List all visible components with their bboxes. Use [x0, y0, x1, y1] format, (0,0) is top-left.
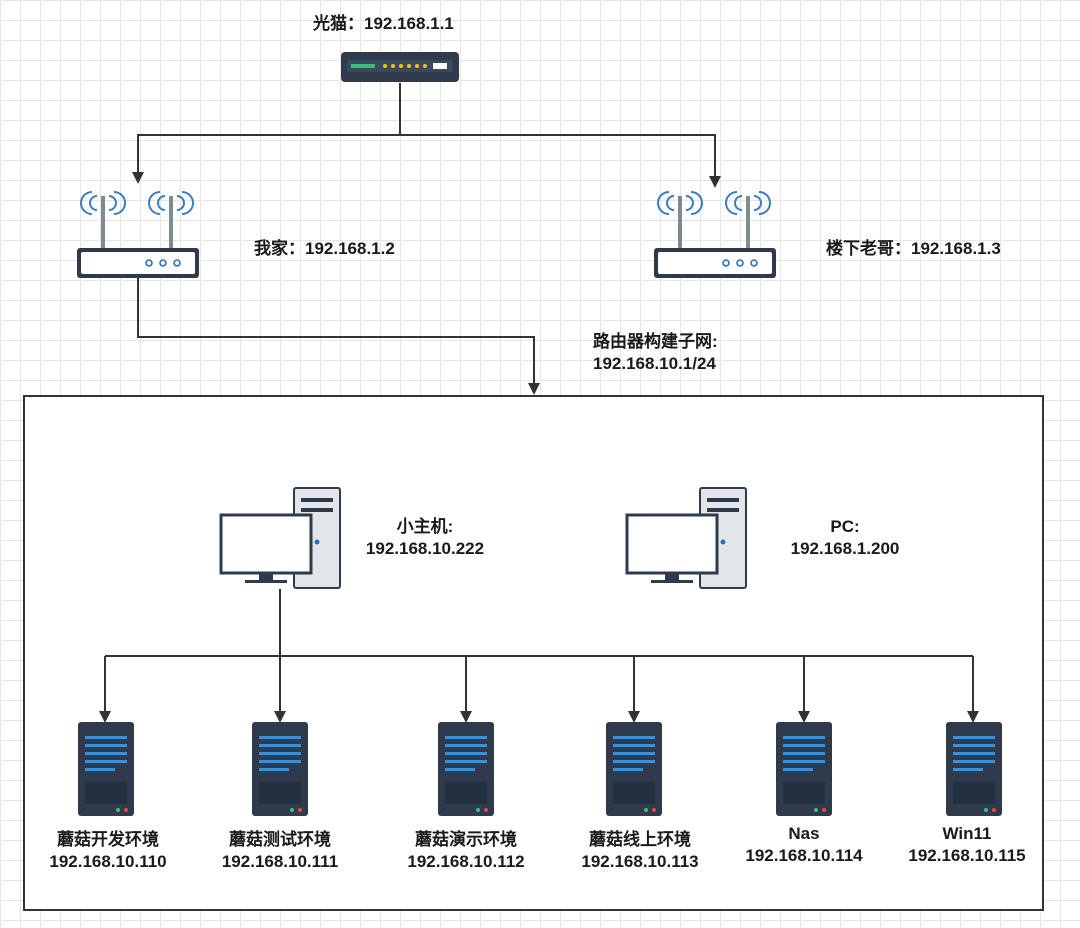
server-rack-icon — [946, 722, 1002, 816]
server-name: Win11 — [942, 824, 992, 843]
server-label: 蘑菇测试环境 192.168.10.111 — [222, 829, 338, 873]
desktop-computer-icon — [625, 487, 747, 589]
server-rack-icon — [78, 722, 134, 816]
home-router-label: 我家：192.168.1.2 — [254, 239, 395, 258]
server-ip: 192.168.10.114 — [745, 846, 863, 865]
subnet-title: 路由器构建子网: — [593, 332, 718, 351]
server-rack-icon — [438, 722, 494, 816]
server-ip: 192.168.10.111 — [221, 852, 339, 871]
subnet-label: 路由器构建子网: 192.168.10.1/24 — [593, 331, 718, 375]
server-label: Nas 192.168.10.114 — [745, 823, 862, 867]
server-name: 蘑菇测试环境 — [228, 830, 331, 849]
computer-label: 小主机: 192.168.10.222 — [366, 516, 484, 560]
modem-label: 光猫：192.168.1.1 — [313, 14, 454, 33]
home-router-ip: 192.168.1.2 — [305, 239, 395, 258]
computer-name: PC: — [830, 517, 860, 536]
server-rack-icon — [776, 722, 832, 816]
connector-home-router-to-subnet — [137, 277, 540, 395]
modem-icon — [341, 52, 459, 82]
modem-name: 光猫 — [313, 14, 347, 33]
connectors — [99, 83, 979, 723]
server-ip: 192.168.10.115 — [908, 846, 1026, 865]
server-ip: 192.168.10.112 — [407, 852, 525, 871]
home-router-name: 我家 — [254, 239, 288, 258]
server-name: 蘑菇开发环境 — [56, 830, 159, 849]
neighbor-router-label: 楼下老哥：192.168.1.3 — [826, 239, 1001, 258]
server-ip: 192.168.10.113 — [581, 852, 699, 871]
neighbor-router-name: 楼下老哥 — [826, 239, 894, 258]
desktop-computer-icon — [219, 487, 341, 589]
modem-ip: 192.168.1.1 — [364, 14, 454, 33]
subnet-container — [23, 395, 1044, 911]
computer-ip: 192.168.1.200 — [790, 539, 900, 558]
computer-label: PC: 192.168.1.200 — [791, 516, 900, 560]
server-label: 蘑菇开发环境 192.168.10.110 — [49, 829, 166, 873]
neighbor-router-ip: 192.168.1.3 — [911, 239, 1001, 258]
server-ip: 192.168.10.110 — [49, 852, 167, 871]
server-label: 蘑菇线上环境 192.168.10.113 — [581, 829, 698, 873]
server-rack-icon — [606, 722, 662, 816]
connector-modem-to-home-router — [132, 134, 400, 184]
computer-ip: 192.168.10.222 — [365, 539, 485, 558]
server-label: 蘑菇演示环境 192.168.10.112 — [407, 829, 524, 873]
connector-modem-to-neighbor-router — [400, 134, 721, 188]
server-name: 蘑菇演示环境 — [414, 830, 517, 849]
wifi-router-icon — [77, 191, 199, 278]
server-label: Win11 192.168.10.115 — [908, 823, 1025, 867]
server-rack-icon — [252, 722, 308, 816]
server-name: 蘑菇线上环境 — [588, 830, 691, 849]
computer-name: 小主机: — [396, 517, 454, 536]
subnet-cidr: 192.168.10.1/24 — [593, 354, 716, 373]
wifi-router-icon — [654, 191, 776, 278]
server-name: Nas — [788, 824, 820, 843]
